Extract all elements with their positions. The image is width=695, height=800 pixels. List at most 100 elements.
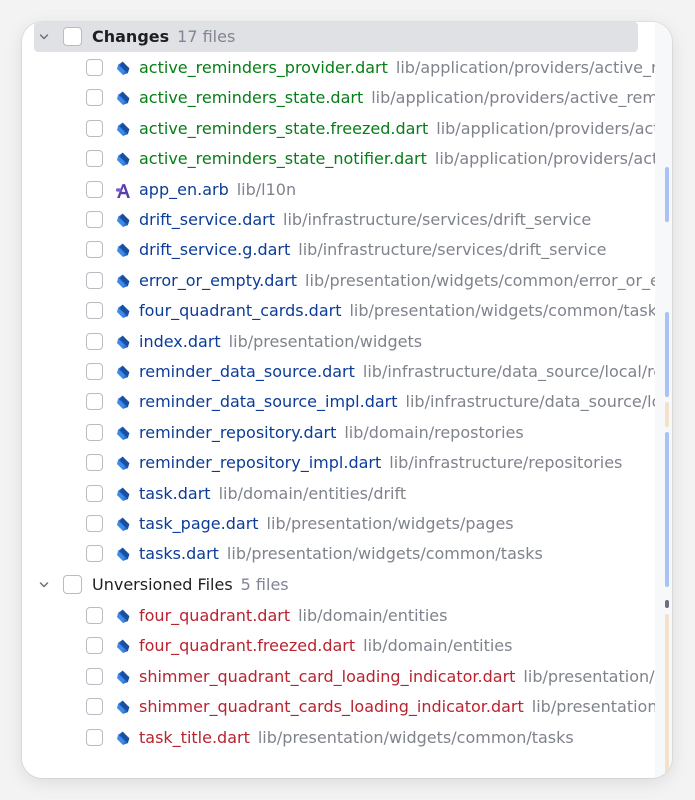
scroll-change-marker xyxy=(665,312,669,397)
file-name: shimmer_quadrant_cards_loading_indicator… xyxy=(139,697,655,716)
file-checkbox[interactable] xyxy=(86,484,103,502)
chevron-down-icon[interactable] xyxy=(38,579,50,591)
file-checkbox[interactable] xyxy=(86,515,103,532)
file-checkbox[interactable] xyxy=(86,59,103,76)
scroll-thumb[interactable] xyxy=(665,600,669,608)
file-path: lib/infrastructure/repositories xyxy=(389,453,623,473)
dart-icon xyxy=(117,61,130,75)
file-path: lib/domain/repostories xyxy=(344,422,524,442)
file-checkbox[interactable] xyxy=(86,454,103,472)
file-checkbox[interactable] xyxy=(86,332,103,350)
file-checkbox[interactable] xyxy=(86,180,103,198)
file-path: lib/l10n xyxy=(236,179,297,199)
file-checkbox[interactable] xyxy=(86,150,103,168)
dart-icon xyxy=(117,487,130,501)
file-path: lib/infrastructure/data_source/local/rer xyxy=(362,362,655,381)
scroll-change-marker xyxy=(665,432,669,587)
file-path: lib/presentation/widgets xyxy=(228,331,423,351)
unversioned-group-checkbox[interactable] xyxy=(63,575,82,594)
file-checkbox[interactable] xyxy=(86,728,103,746)
dart-icon xyxy=(117,365,130,379)
file-checkbox[interactable] xyxy=(86,302,103,320)
arb-icon xyxy=(116,183,130,198)
scroll-change-marker xyxy=(665,402,669,427)
file-name: shimmer_quadrant_card_loading_indicator.… xyxy=(139,667,655,686)
file-path: lib/infrastructure/services/drift_servic… xyxy=(298,240,607,260)
group-file-count: 5 files xyxy=(240,575,289,594)
file-checkbox[interactable] xyxy=(86,271,103,289)
dart-icon xyxy=(117,335,130,349)
file-row[interactable]: shimmer_quadrant_card_loading_indicator.… xyxy=(22,662,655,692)
file-row[interactable]: shimmer_quadrant_cards_loading_indicator… xyxy=(22,692,655,722)
file-checkbox[interactable] xyxy=(86,241,103,259)
dart-icon xyxy=(117,122,130,136)
file-checkbox[interactable] xyxy=(86,637,103,655)
file-path: lib/presentation/widgets/common/tasks xyxy=(226,544,543,564)
file-checkbox[interactable] xyxy=(86,363,103,380)
dart-icon xyxy=(117,243,130,258)
file-checkbox[interactable] xyxy=(86,89,103,107)
dart-icon xyxy=(117,639,130,654)
file-checkbox[interactable] xyxy=(86,119,103,137)
vertical-scrollbar[interactable] xyxy=(655,22,672,778)
selection-highlight xyxy=(34,22,638,52)
dart-icon xyxy=(117,152,130,167)
dart-icon xyxy=(117,700,130,715)
file-path: lib/domain/entities/drift xyxy=(218,483,407,503)
file-checkbox[interactable] xyxy=(86,607,103,624)
chevron-down-icon[interactable] xyxy=(38,31,50,43)
file-path: lib/presentation/widgets/common/error_or… xyxy=(305,270,655,290)
dart-icon xyxy=(117,517,130,531)
dart-icon xyxy=(117,670,130,684)
file-checkbox[interactable] xyxy=(86,393,103,411)
file-checkbox[interactable] xyxy=(86,667,103,685)
changes-group-checkbox[interactable] xyxy=(63,27,82,46)
dart-icon xyxy=(117,547,130,562)
file-checkbox[interactable] xyxy=(86,545,103,563)
scroll-change-marker xyxy=(665,614,669,778)
file-path: lib/domain/entities xyxy=(298,606,448,625)
file-checkbox[interactable] xyxy=(86,423,103,441)
file-checkbox[interactable] xyxy=(86,211,103,228)
file-checkbox[interactable] xyxy=(86,698,103,716)
